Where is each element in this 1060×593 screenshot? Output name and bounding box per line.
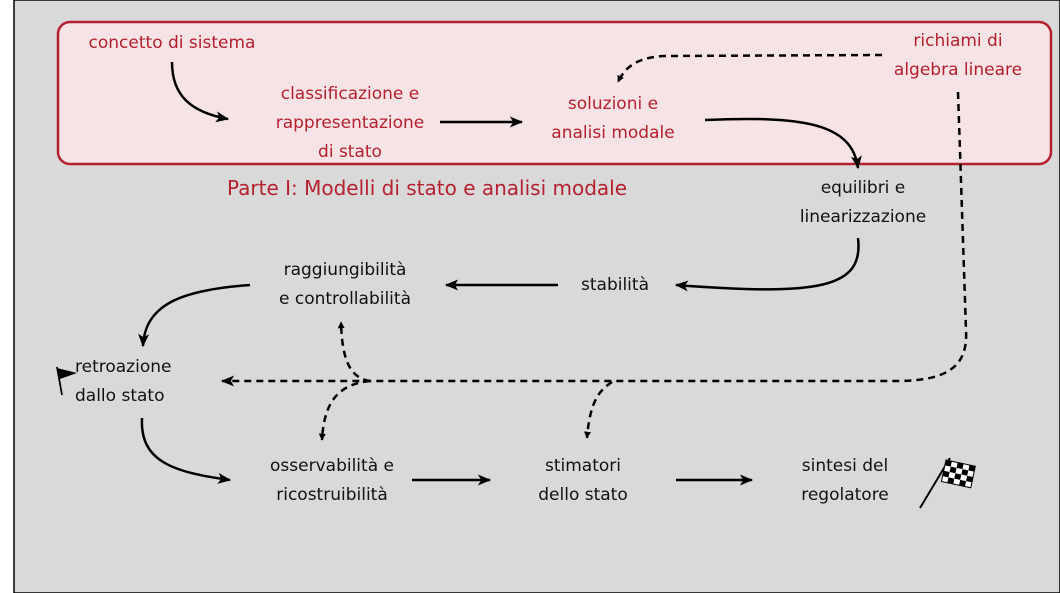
node-classificazione: classificazione e rappresentazione di st… xyxy=(276,80,425,167)
arrow-retroazione-to-osservabilita xyxy=(140,417,232,484)
node-concetto-di-sistema: concetto di sistema xyxy=(89,29,256,58)
dashed-arrow-richiami-to-soluzioni xyxy=(616,53,883,83)
node-line: dello stato xyxy=(538,485,628,505)
node-line: richiami di xyxy=(913,31,1003,51)
arrow-concetto-to-classificazione xyxy=(170,61,230,123)
node-line: analisi modale xyxy=(551,123,675,143)
node-line: classificazione e xyxy=(280,84,420,104)
node-line: osservabilità e xyxy=(270,456,394,476)
node-sintesi: sintesi del regolatore xyxy=(801,452,889,510)
node-line: ricostruibilità xyxy=(276,485,388,505)
dashed-arrow-to-osservabilita xyxy=(318,379,371,441)
node-line: sintesi del xyxy=(801,456,889,476)
dashed-arrow-richiami-to-retroazione xyxy=(220,91,968,387)
part-one-box xyxy=(56,20,1053,166)
arrow-equilibri-to-stabilita xyxy=(674,237,860,292)
node-equilibri: equilibri e linearizzazione xyxy=(800,174,926,232)
node-richiami: richiami di algebra lineare xyxy=(894,27,1022,85)
start-flag-icon xyxy=(56,366,77,396)
node-line: e controllabilità xyxy=(279,289,411,309)
node-soluzioni: soluzioni e analisi modale xyxy=(551,90,674,148)
node-line: equilibri e xyxy=(820,178,906,198)
dashed-arrow-to-stimatori xyxy=(584,380,613,439)
node-line: linearizzazione xyxy=(799,207,927,227)
node-line: regolatore xyxy=(801,485,889,505)
checkered-flag-icon xyxy=(919,457,976,509)
node-line: rappresentazione xyxy=(275,113,425,133)
node-osservabilita: osservabilità e ricostruibilità xyxy=(270,452,394,510)
node-line: raggiungibilità xyxy=(283,260,407,280)
node-line: concetto di sistema xyxy=(88,33,256,53)
node-stabilita: stabilità xyxy=(581,271,649,300)
node-line: di stato xyxy=(318,142,382,162)
arrow-soluzioni-to-equilibri xyxy=(704,117,862,170)
node-retroazione: retroazione dallo stato xyxy=(75,353,171,411)
node-raggiungibilita: raggiungibilità e controllabilità xyxy=(279,256,411,314)
dashed-arrow-to-raggiungibilita xyxy=(337,321,371,383)
arrow-raggiungibilita-to-retroazione xyxy=(138,283,251,348)
node-line: algebra lineare xyxy=(893,60,1023,80)
part-title: Parte I: Modelli di stato e analisi moda… xyxy=(226,176,628,200)
node-line: dallo stato xyxy=(75,386,165,406)
node-line: soluzioni e xyxy=(567,94,659,114)
node-line: retroazione xyxy=(75,357,172,377)
node-line: stabilità xyxy=(581,275,649,295)
node-stimatori: stimatori dello stato xyxy=(538,452,628,510)
node-line: stimatori xyxy=(544,456,622,476)
